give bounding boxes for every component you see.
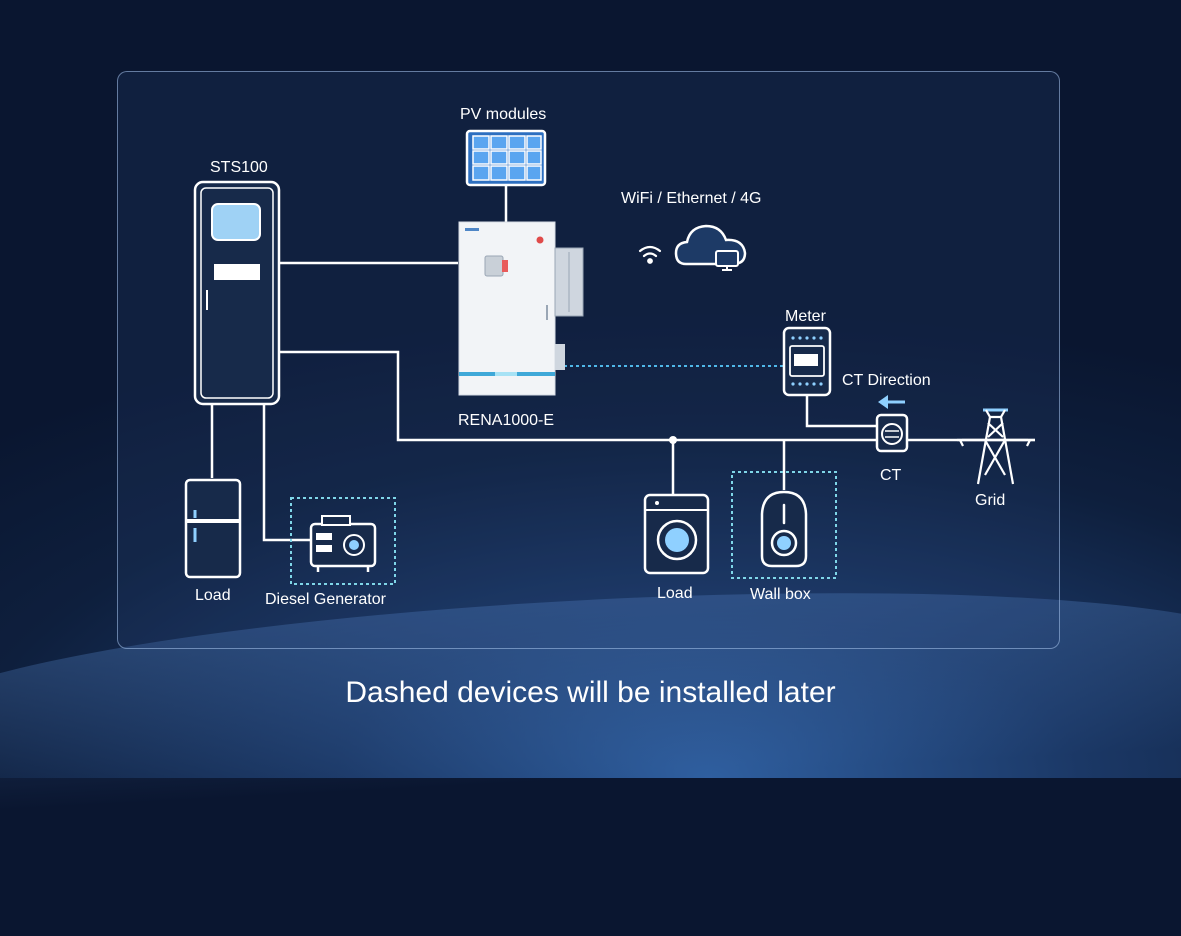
cloud-icon — [674, 224, 747, 271]
wifi-icon — [638, 245, 662, 264]
fridge-load-icon — [184, 478, 242, 579]
wall-box-label: Wall box — [750, 586, 811, 603]
pv-modules-label: PV modules — [460, 106, 547, 123]
grid-label: Grid — [975, 492, 1006, 509]
rena1000-label: RENA1000-E — [458, 412, 555, 429]
meter-label: Meter — [785, 308, 826, 325]
system-diagram — [184, 129, 1035, 585]
pv-modules-icon — [465, 129, 547, 187]
diesel-generator-label: Diesel Generator — [265, 591, 386, 608]
ct-icon — [875, 413, 909, 453]
wall-box-icon — [731, 471, 837, 579]
caption-text: Dashed devices will be installed later — [345, 676, 836, 709]
wiring — [210, 186, 1035, 542]
ct-label: CT — [880, 467, 902, 484]
main-bus-line — [279, 350, 1035, 442]
load-right-label: Load — [657, 585, 693, 602]
grid-tower-icon — [957, 408, 1035, 485]
load-left-label: Load — [195, 587, 231, 604]
connectivity-label: WiFi / Ethernet / 4G — [621, 190, 762, 207]
sts-diesel-line — [262, 404, 311, 542]
meter-ct-line — [805, 395, 878, 428]
meter-icon — [782, 326, 832, 397]
sts100-label: STS100 — [210, 159, 268, 176]
sts100-icon — [193, 180, 281, 406]
ct-direction-arrow-icon — [878, 395, 905, 409]
ct-direction-label: CT Direction — [842, 372, 931, 389]
bus-junction-dot — [669, 436, 677, 444]
diesel-generator-icon — [290, 497, 396, 585]
rena1000-icon — [458, 221, 584, 396]
washing-machine-load-icon — [643, 493, 710, 575]
